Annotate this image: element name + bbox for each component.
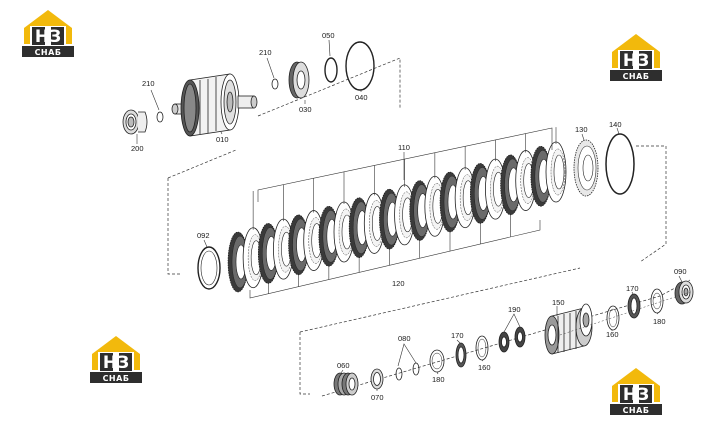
logo-mark: НЗ xyxy=(623,385,649,405)
clutch-drum-010 xyxy=(171,73,258,137)
logo-name: СНАБ xyxy=(623,406,650,415)
bearing-race-170-left-bore xyxy=(457,346,465,364)
needle-bearing-190 xyxy=(498,326,526,353)
label-060: 060 xyxy=(337,361,350,370)
label-200: 200 xyxy=(131,144,144,153)
label-170-left: 170 xyxy=(451,331,464,340)
steel-plate xyxy=(394,184,415,246)
logo-mark: НЗ xyxy=(623,51,649,71)
end-plate-130 xyxy=(573,139,599,197)
label-050: 050 xyxy=(322,31,335,40)
leader-lines xyxy=(136,39,683,391)
washer-160-left-inner xyxy=(477,338,487,358)
friction-plate xyxy=(227,231,249,293)
bracket-110 xyxy=(257,127,553,202)
ring-070-bore xyxy=(373,372,381,386)
seal-ring-040 xyxy=(345,41,375,91)
label-210-right: 210 xyxy=(259,48,272,57)
logo-name: СНАБ xyxy=(623,72,650,81)
washer-180-right-inner xyxy=(652,292,662,310)
clutch-plate-stack xyxy=(227,141,567,293)
label-010: 010 xyxy=(216,135,229,144)
label-080: 080 xyxy=(398,334,411,343)
label-092: 092 xyxy=(197,231,210,240)
steel-plate xyxy=(303,210,325,271)
washer-160-right-inner xyxy=(608,308,618,328)
bracket-120 xyxy=(249,220,541,299)
bearing-200 xyxy=(122,109,148,135)
bearing-090 xyxy=(674,280,694,305)
steel-plate xyxy=(273,218,294,280)
snap-ring-210-left xyxy=(156,111,164,123)
label-070: 070 xyxy=(371,393,384,402)
label-180-left: 180 xyxy=(432,375,445,384)
snap-ring-140 xyxy=(605,133,635,195)
clutch-hub-150 xyxy=(544,303,593,355)
top-subassembly xyxy=(122,41,375,137)
washer-180-left-inner xyxy=(431,352,443,370)
washer-160-right xyxy=(606,305,620,331)
label-180-right: 180 xyxy=(653,317,666,326)
spring-pack-060 xyxy=(333,372,359,396)
piston-030 xyxy=(288,61,310,99)
label-210-left: 210 xyxy=(142,79,155,88)
thrust-ring-092-inner xyxy=(200,250,218,286)
label-040: 040 xyxy=(355,93,368,102)
steel-plate xyxy=(545,141,567,203)
label-160-right: 160 xyxy=(606,330,619,339)
label-030: 030 xyxy=(299,105,312,114)
friction-plate xyxy=(348,197,370,259)
friction-plate xyxy=(439,171,461,233)
label-160-left: 160 xyxy=(478,363,491,372)
label-130: 130 xyxy=(575,125,588,134)
label-150: 150 xyxy=(552,298,565,307)
logo-name: СНАБ xyxy=(35,48,62,57)
label-170-right: 170 xyxy=(626,284,639,293)
ring-050 xyxy=(324,57,338,83)
label-120: 120 xyxy=(392,279,405,288)
label-090: 090 xyxy=(674,267,687,276)
snap-ring-210-right xyxy=(271,78,279,90)
snap-ring-080-a xyxy=(395,367,403,381)
logo-mark: НЗ xyxy=(103,353,129,373)
logo-mark: НЗ xyxy=(35,27,61,47)
thrust-ring-092 xyxy=(197,246,221,290)
logo-name: СНАБ xyxy=(103,374,130,383)
label-140: 140 xyxy=(609,120,622,129)
callout-labels: 010 030 040 050 060 070 080 090 092 110 … xyxy=(131,31,687,402)
label-110: 110 xyxy=(398,143,410,152)
label-190: 190 xyxy=(508,305,521,314)
bearing-race-170-right-bore xyxy=(630,297,638,315)
end-plate-130-bore xyxy=(582,154,594,182)
shaft-centerline xyxy=(559,291,691,336)
plate-group-brackets xyxy=(249,127,557,299)
